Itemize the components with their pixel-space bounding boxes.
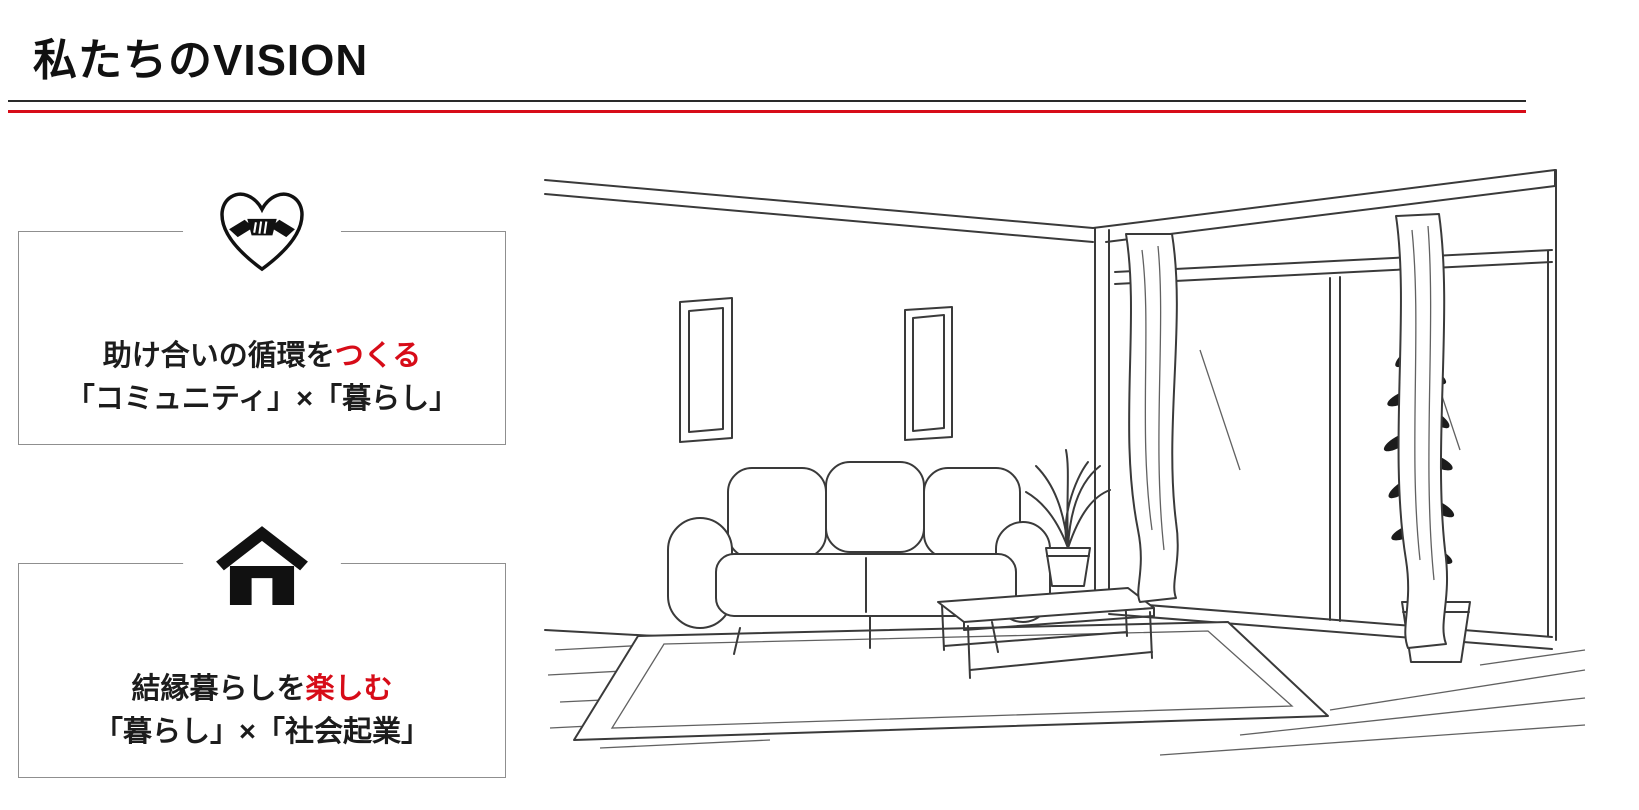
vision-line1-text: 助け合いの循環を	[102, 340, 335, 373]
vision-line-2: 「コミュニティ」×「暮らし」	[19, 383, 505, 416]
title-underline-rule	[8, 100, 1526, 113]
vision-line-1: 助け合いの循環をつくる	[19, 340, 505, 373]
vision-line1-text: 結縁暮らしを	[131, 673, 306, 706]
vision-line-2: 「暮らし」×「社会起業」	[19, 716, 505, 749]
vision-line1-highlight: つくる	[334, 340, 422, 373]
handshake-heart-icon	[183, 152, 341, 310]
vision-line2-text: 「コミュニティ」×「暮らし」	[65, 382, 459, 415]
house-icon	[183, 487, 341, 645]
vision-line-1: 結縁暮らしを楽しむ	[19, 673, 505, 706]
vision-line2-text: 「暮らし」×「社会起業」	[94, 715, 430, 748]
page-title: 私たちのVISION	[33, 36, 369, 85]
living-room-illustration	[540, 150, 1610, 760]
vision-line1-highlight: 楽しむ	[305, 673, 393, 706]
